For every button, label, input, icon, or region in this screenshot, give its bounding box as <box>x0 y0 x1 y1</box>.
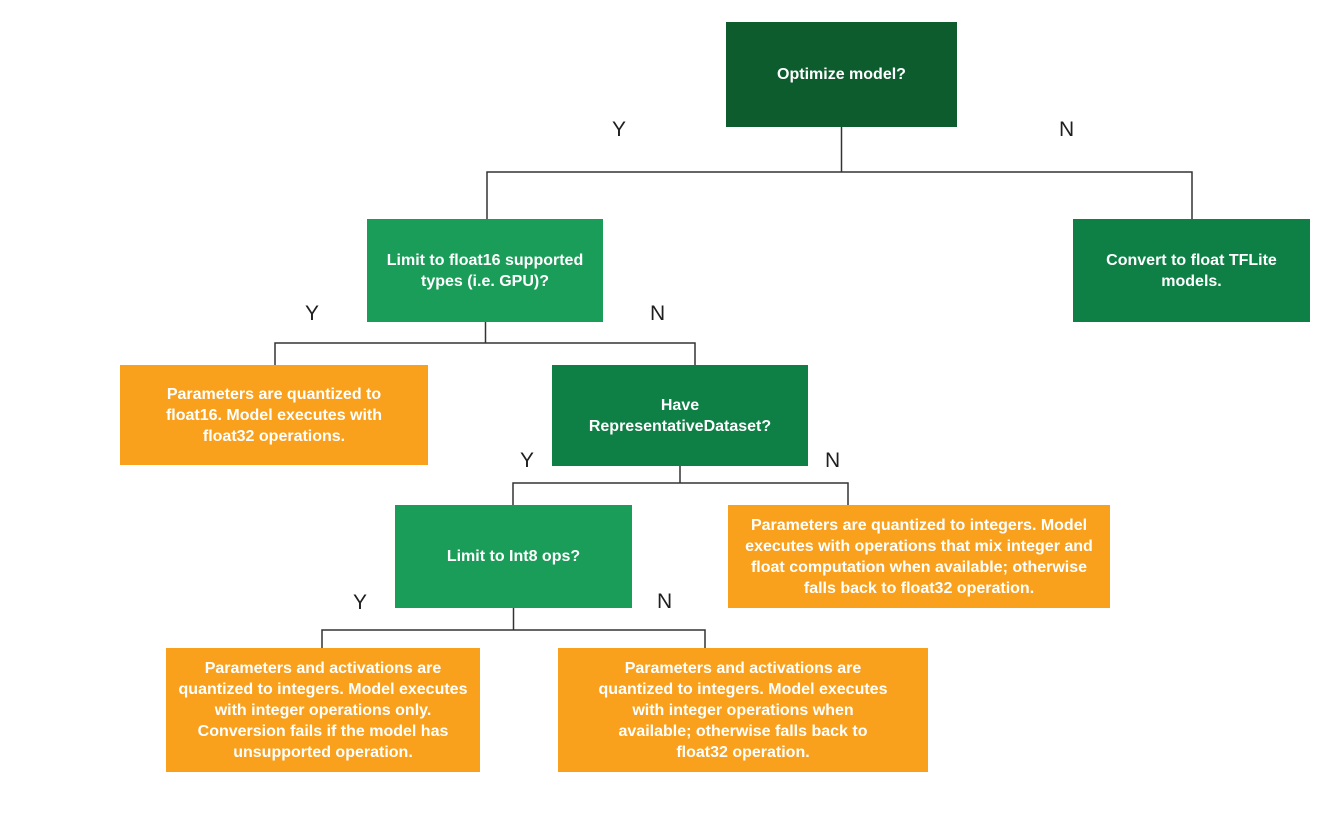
node-label: Parameters are quantized to integers. Mo… <box>745 516 1093 597</box>
node-quantized-float16-result: Parameters are quantized to float16. Mod… <box>120 365 428 465</box>
connector-representative-dataset-branches <box>512 466 849 505</box>
connector-limit-float16-branches <box>274 322 696 365</box>
branch-label-optimize-yes: Y <box>612 118 627 141</box>
connector-limit-int8-branches <box>321 608 706 648</box>
node-label: Parameters are quantized to float16. Mod… <box>165 385 383 445</box>
node-quantized-int-only-result: Parameters and activations are quantized… <box>166 648 480 772</box>
node-optimize-model: Optimize model? <box>726 22 957 127</box>
node-convert-float-tflite: Convert to float TFLite models. <box>1073 219 1310 322</box>
node-label: Optimize model? <box>777 66 906 83</box>
node-quantized-int-fallback-result: Parameters and activations are quantized… <box>558 648 928 772</box>
branch-label-representative-dataset-yes: Y <box>520 449 535 472</box>
node-label: Limit to float16 supported types (i.e. G… <box>386 251 584 290</box>
branch-label-limit-float16-no: N <box>650 302 666 325</box>
node-limit-int8-ops: Limit to Int8 ops? <box>395 505 632 608</box>
node-quantized-mixed-result: Parameters are quantized to integers. Mo… <box>728 505 1110 608</box>
branch-label-limit-float16-yes: Y <box>305 302 320 325</box>
connector-optimize-branches <box>486 127 1193 219</box>
branch-label-optimize-no: N <box>1059 118 1075 141</box>
node-label: Have RepresentativeDataset? <box>588 396 772 435</box>
node-have-representative-dataset: Have RepresentativeDataset? <box>552 365 808 466</box>
node-label: Limit to Int8 ops? <box>446 548 581 565</box>
node-label: Convert to float TFLite models. <box>1106 251 1277 290</box>
node-limit-float16: Limit to float16 supported types (i.e. G… <box>367 219 603 322</box>
node-label: Parameters and activations are quantized… <box>598 659 888 761</box>
branch-label-limit-int8-no: N <box>657 590 673 613</box>
node-label: Parameters and activations are quantized… <box>178 659 468 761</box>
branch-label-representative-dataset-no: N <box>825 449 841 472</box>
branch-label-limit-int8-yes: Y <box>353 591 368 614</box>
